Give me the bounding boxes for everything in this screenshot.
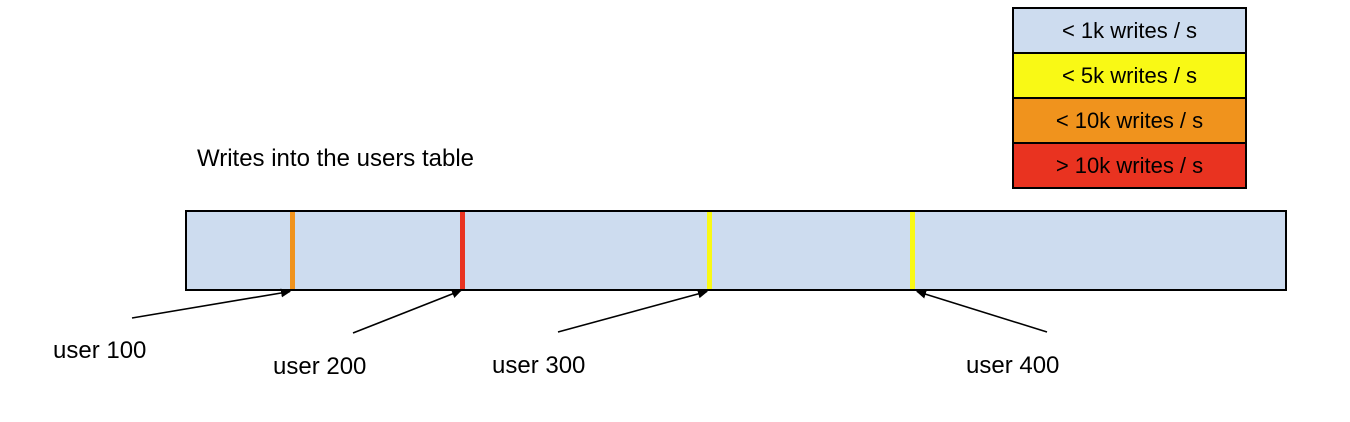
user-200-label: user 200	[273, 353, 367, 380]
write-marker-user-400	[910, 212, 915, 289]
write-marker-user-200	[460, 212, 465, 289]
user-100-label: user 100	[53, 337, 147, 364]
users-table-bar	[185, 210, 1287, 291]
arrow-user-400	[916, 289, 1048, 333]
legend-item-lt-10k: < 10k writes / s	[1012, 97, 1247, 144]
legend-item-lt-1k: < 1k writes / s	[1012, 7, 1247, 54]
write-marker-user-100	[290, 212, 295, 289]
user-300-label: user 300	[492, 352, 586, 379]
user-400-label: user 400	[966, 352, 1060, 379]
legend-item-lt-5k: < 5k writes / s	[1012, 52, 1247, 99]
arrow-user-200	[352, 289, 462, 334]
legend-item-gt-10k: > 10k writes / s	[1012, 142, 1247, 189]
legend: < 1k writes / s < 5k writes / s < 10k wr…	[1012, 7, 1247, 189]
arrow-user-300	[557, 289, 708, 333]
diagram-title: Writes into the users table	[197, 145, 475, 172]
arrow-user-100	[131, 288, 291, 319]
write-marker-user-300	[707, 212, 712, 289]
